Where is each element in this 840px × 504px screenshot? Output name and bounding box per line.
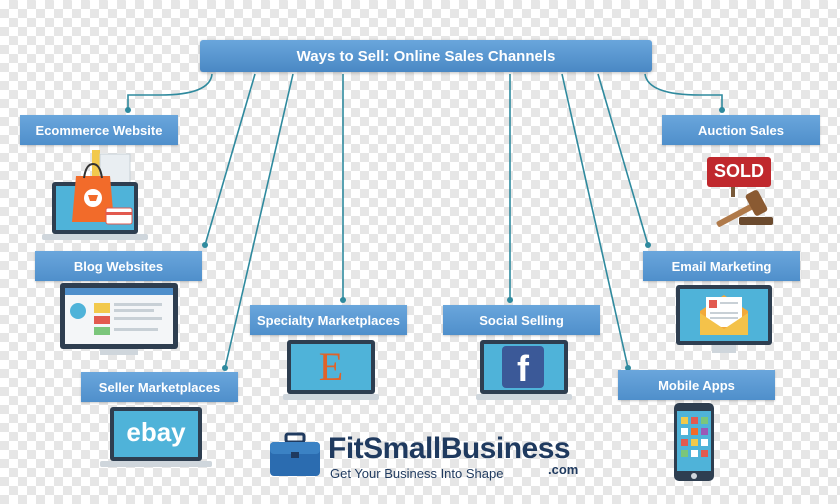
facebook-logo-letter: f [517,348,529,389]
label-social-selling: Social Selling [443,305,600,335]
label-specialty-marketplaces: Specialty Marketplaces [250,305,407,335]
mobile-phone-illustration [674,403,714,481]
label-blog-websites: Blog Websites [35,251,202,281]
laptop-frame [100,407,212,467]
connector-dot [340,297,346,303]
label-email-marketing: Email Marketing [643,251,800,281]
connector-blog [204,73,256,246]
blog-monitor-illustration [60,283,178,355]
connector-dot [719,107,725,113]
briefcase-icon [270,432,320,476]
connector-email [597,73,649,246]
label-ecommerce-website: Ecommerce Website [20,115,178,145]
etsy-logo-letter: E [318,344,344,389]
connector-ecommerce [127,73,213,110]
email-monitor-illustration [676,285,772,353]
brand-tagline: Get Your Business Into Shape [330,466,504,481]
connector-dot [645,242,651,248]
connector-dot [125,107,131,113]
connector-dot [202,242,208,248]
laptop-frame [476,340,572,400]
connector-dot [222,365,228,371]
connector-mobile [561,73,629,369]
brand-name: FitSmallBusiness [328,432,571,465]
connector-dot [507,297,513,303]
fitsmallbusiness-logo: FitSmallBusiness Get Your Business Into … [268,430,588,484]
ecommerce-laptop-illustration [42,150,148,240]
label-seller-marketplaces: Seller Marketplaces [81,372,238,402]
connector-dot [625,365,631,371]
connector-seller [224,73,294,369]
label-mobile-apps: Mobile Apps [618,370,775,400]
sold-sign-text: SOLD [713,161,764,181]
gavel-icon [707,157,773,227]
diagram-title: Ways to Sell: Online Sales Channels [200,40,652,72]
facebook-laptop-illustration: f [476,340,572,402]
ebay-laptop-illustration: ebay [100,405,212,469]
etsy-laptop-illustration: E [283,340,379,402]
ebay-logo-text: ebay [126,417,186,447]
laptop-frame [283,340,379,400]
connector-auction [644,73,723,110]
label-auction-sales: Auction Sales [662,115,820,145]
auction-gavel-illustration: SOLD [705,155,777,227]
brand-domain: .com [548,462,579,477]
